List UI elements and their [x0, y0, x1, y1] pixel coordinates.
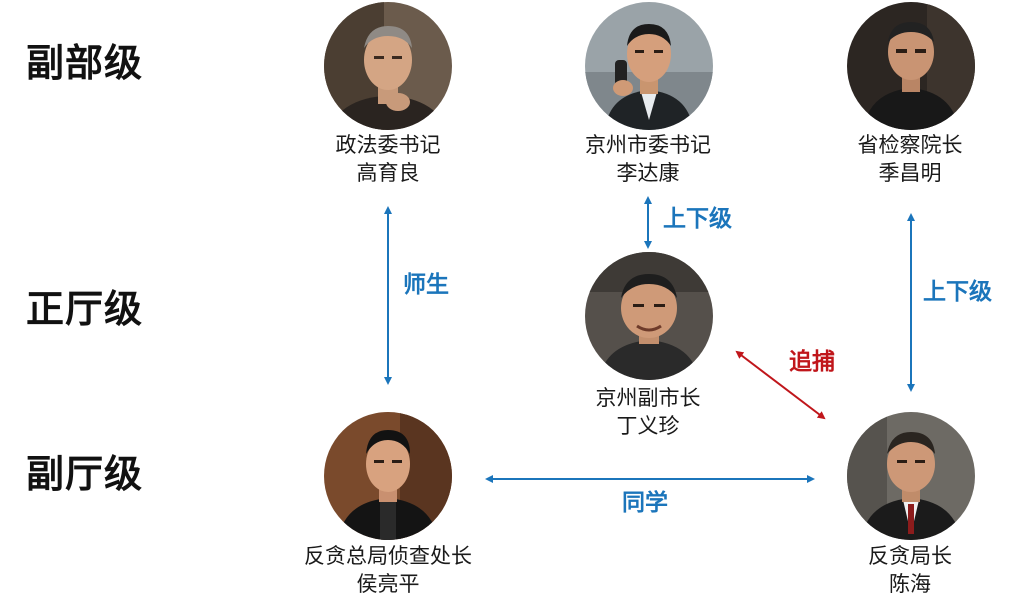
person-caption-ding-yizhen: 京州副市长 丁义珍 — [538, 384, 758, 440]
level-label-vice-ministerial: 副部级 — [26, 41, 144, 85]
avatar-ji-changming — [847, 2, 975, 130]
person-name: 季昌明 — [878, 161, 942, 185]
person-name: 李达康 — [616, 161, 680, 185]
person-title: 政法委书记 — [335, 133, 441, 157]
relation-label-superior-subordinate-1: 上下级 — [663, 206, 732, 232]
person-name: 高育良 — [356, 161, 420, 185]
person-name: 侯亮平 — [356, 572, 420, 596]
level-label-vice-department: 副厅级 — [26, 452, 144, 496]
person-title: 反贪局长 — [868, 544, 952, 568]
relation-label-mentor-student: 师生 — [403, 272, 449, 298]
person-name: 陈海 — [889, 572, 931, 596]
person-caption-gao-yuliang: 政法委书记 高育良 — [278, 131, 498, 187]
avatar-hou-liangping — [324, 412, 452, 540]
person-title: 京州副市长 — [595, 386, 701, 410]
person-caption-chen-hai: 反贪局长 陈海 — [800, 542, 1019, 598]
relation-label-pursuit: 追捕 — [789, 349, 835, 375]
arrow-pursuit — [735, 350, 826, 420]
person-name: 丁义珍 — [616, 414, 680, 438]
person-title: 京州市委书记 — [585, 133, 711, 157]
relation-label-superior-subordinate-2: 上下级 — [923, 279, 992, 305]
avatar-ding-yizhen — [585, 252, 713, 380]
avatar-gao-yuliang — [324, 2, 452, 130]
person-title: 反贪总局侦查处长 — [304, 544, 472, 568]
avatar-chen-hai — [847, 412, 975, 540]
person-caption-ji-changming: 省检察院长 季昌明 — [800, 131, 1019, 187]
relation-label-classmates: 同学 — [622, 490, 668, 516]
person-title: 省检察院长 — [857, 133, 963, 157]
avatar-li-dakang — [585, 2, 713, 130]
level-label-department: 正厅级 — [26, 287, 144, 331]
person-caption-hou-liangping: 反贪总局侦查处长 侯亮平 — [278, 542, 498, 598]
person-caption-li-dakang: 京州市委书记 李达康 — [538, 131, 758, 187]
